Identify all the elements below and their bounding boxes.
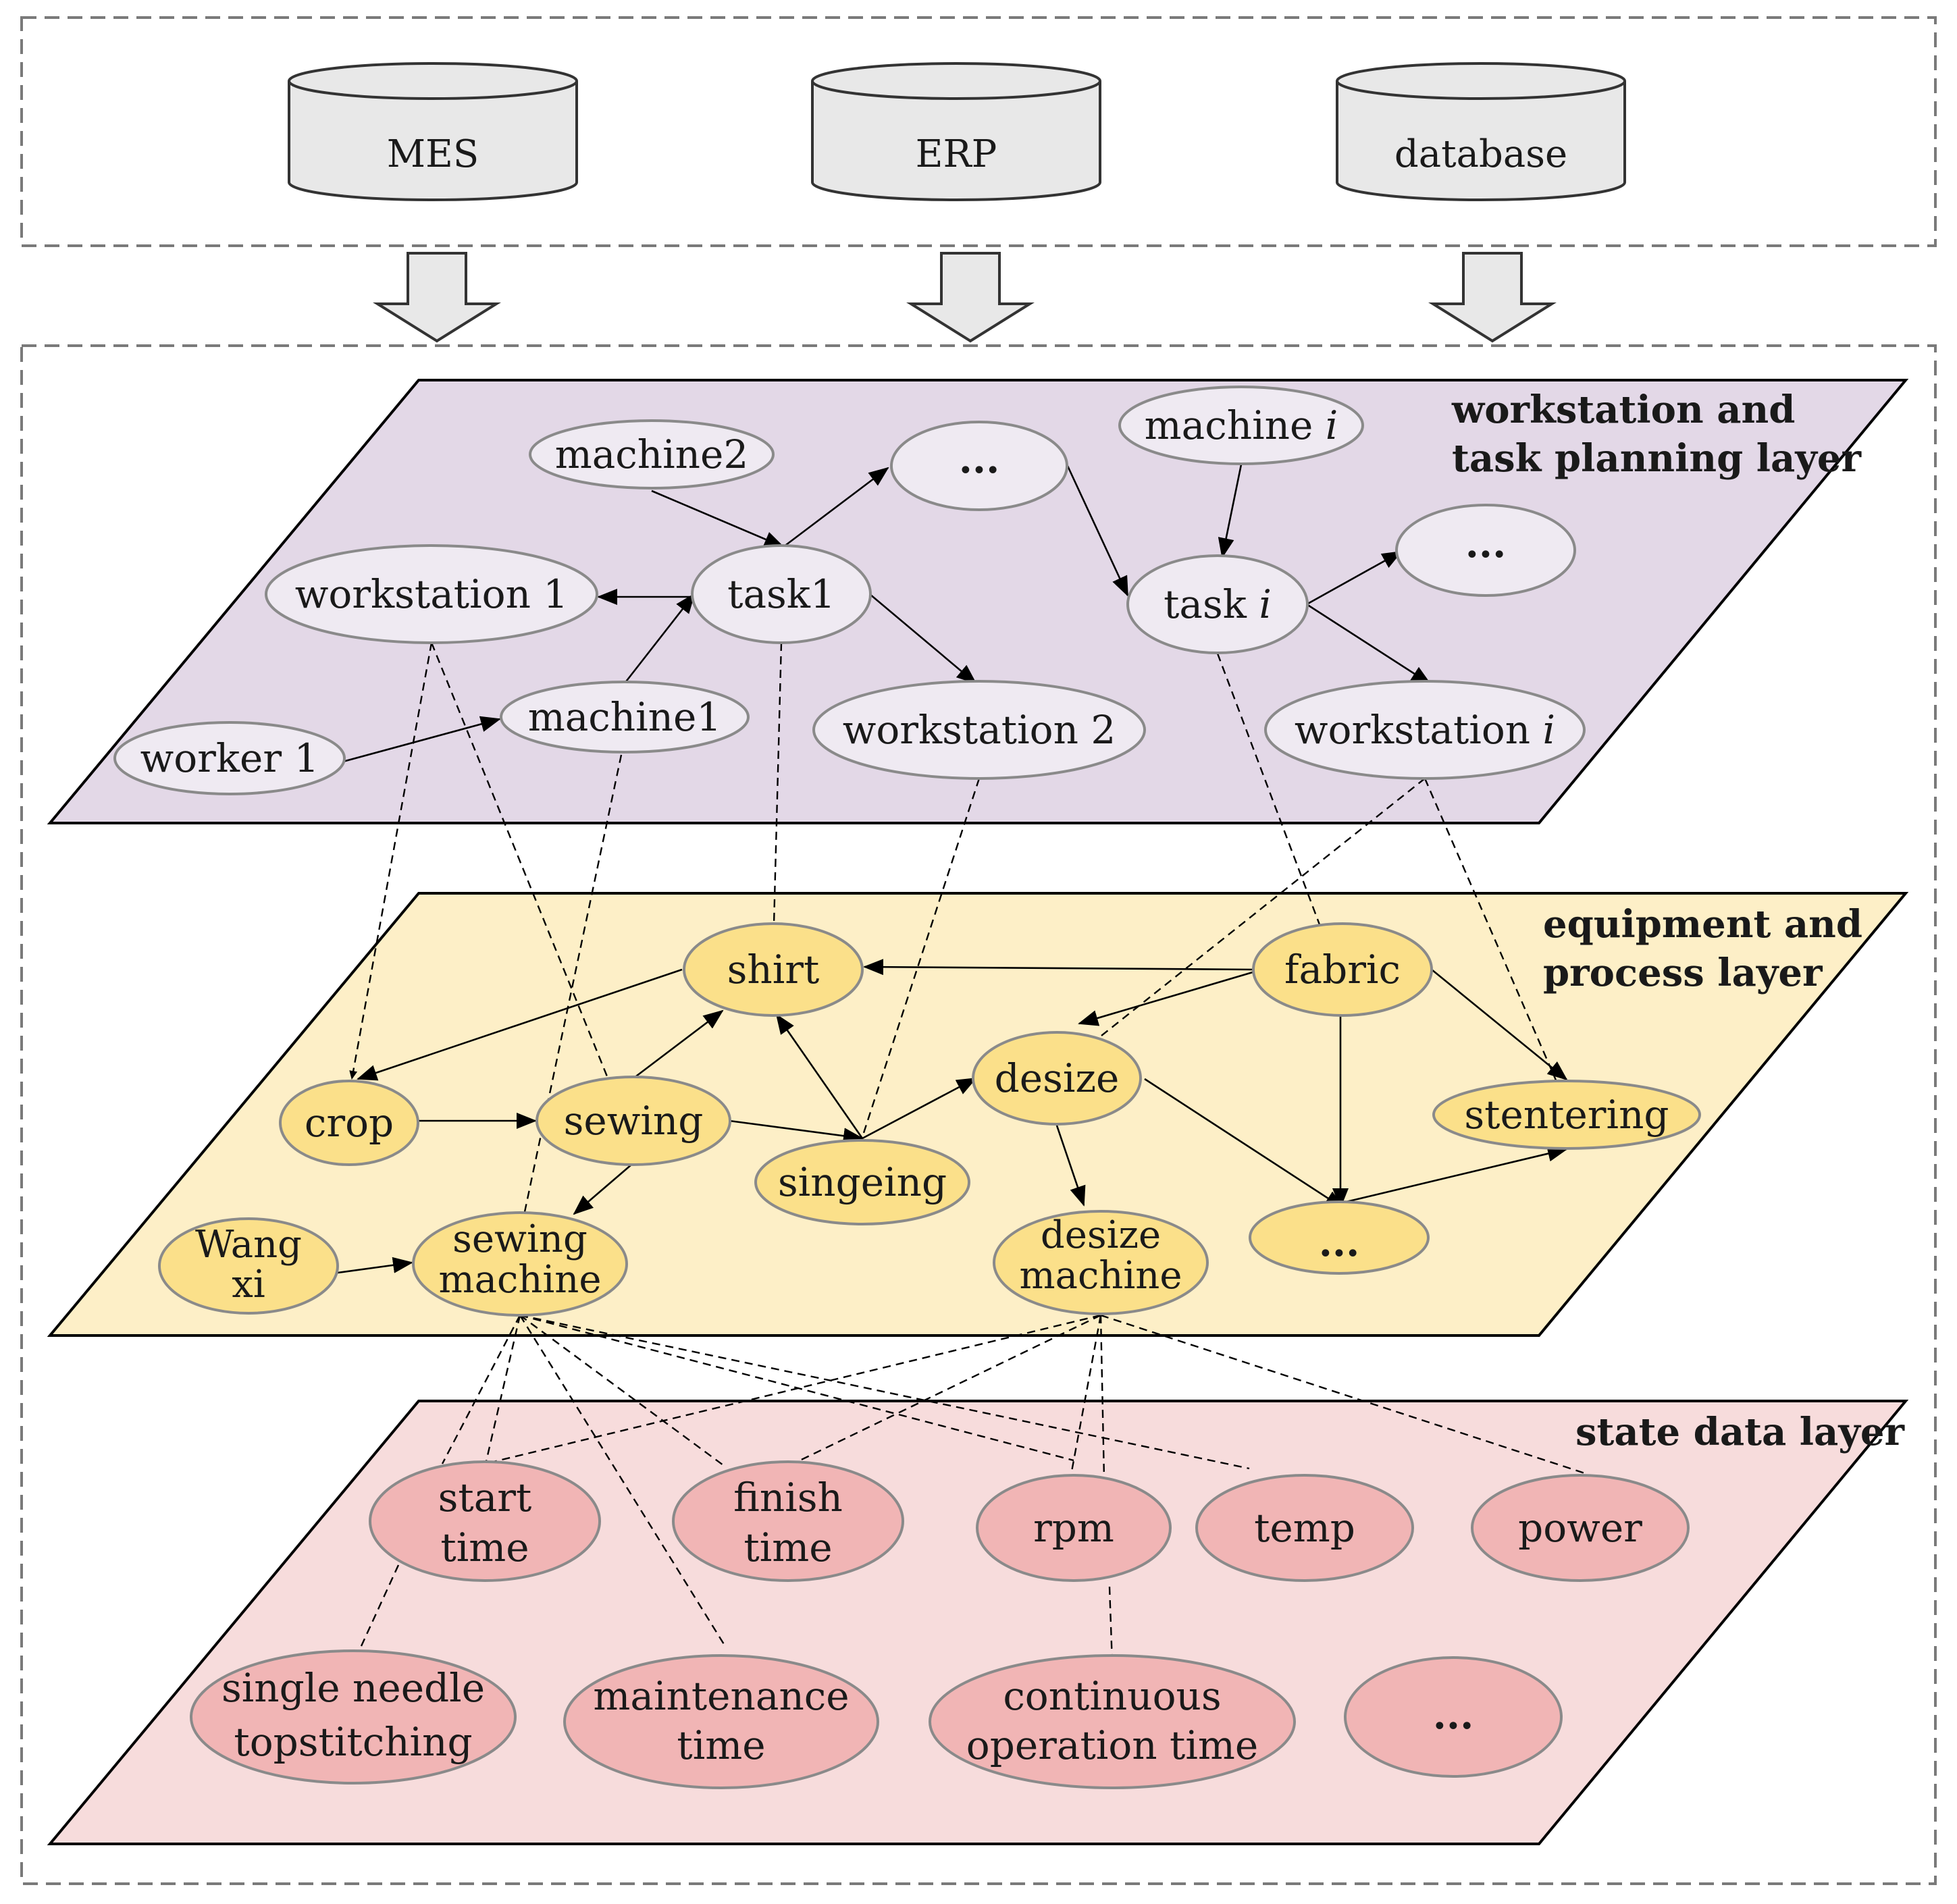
- node-temp: temp: [1195, 1474, 1414, 1582]
- svg-text:rpm: rpm: [1033, 1505, 1114, 1551]
- node-workstation-i: workstation i: [1264, 680, 1586, 780]
- mes-down-arrow-icon: [373, 252, 501, 343]
- node-crop: crop: [279, 1080, 419, 1166]
- svg-text:time: time: [440, 1525, 529, 1570]
- equipment-layer-edges: [337, 959, 1568, 1274]
- svg-text:task1: task1: [727, 571, 835, 617]
- node-singeing: singeing: [754, 1139, 970, 1225]
- erp-down-arrow-icon: [906, 252, 1035, 343]
- erp-label: ERP: [916, 132, 997, 176]
- mes-label: MES: [387, 132, 479, 176]
- svg-text:time: time: [677, 1722, 765, 1768]
- node-wang-xi: Wang xi: [158, 1217, 339, 1315]
- svg-text:shirt: shirt: [727, 947, 820, 993]
- svg-text:temp: temp: [1254, 1505, 1355, 1551]
- svg-text:power: power: [1518, 1505, 1642, 1551]
- node-single-needle-topstitching: single needle topstitching: [190, 1649, 517, 1784]
- node-start-time: start time: [369, 1460, 601, 1582]
- equipment-layer-title-line1: equipment and: [1543, 902, 1862, 947]
- node-machine1: machine1: [500, 681, 750, 753]
- equipment-layer-title-line2: process layer: [1543, 951, 1823, 995]
- svg-text:xi: xi: [232, 1263, 265, 1306]
- database-label: database: [1394, 132, 1567, 176]
- node-workstation-ellipsis-right: ...: [1395, 504, 1576, 597]
- workstation-layer-title-line1: workstation and: [1451, 388, 1795, 432]
- svg-text:machine2: machine2: [555, 431, 749, 477]
- svg-text:topstitching: topstitching: [234, 1719, 472, 1765]
- svg-text:maintenance: maintenance: [593, 1673, 849, 1719]
- state-layer-title: state data layer: [1575, 1410, 1905, 1454]
- mes-database-icon: MES: [288, 62, 578, 201]
- node-maintenance-time: maintenance time: [563, 1654, 879, 1789]
- node-machine-i: machine i: [1118, 386, 1364, 465]
- node-stentering: stentering: [1432, 1080, 1701, 1150]
- svg-text:...: ...: [1465, 521, 1507, 566]
- svg-text:...: ...: [1433, 1692, 1474, 1738]
- svg-text:...: ...: [959, 436, 1000, 482]
- svg-text:workstation 2: workstation 2: [843, 707, 1116, 753]
- node-workstation2: workstation 2: [812, 680, 1146, 780]
- svg-text:desize: desize: [995, 1055, 1120, 1101]
- svg-text:crop: crop: [305, 1100, 394, 1146]
- node-continuous-operation-time: continuous operation time: [929, 1654, 1296, 1789]
- svg-text:task i: task i: [1164, 581, 1272, 627]
- layers-frame: [20, 344, 1937, 1885]
- node-shirt: shirt: [683, 922, 864, 1017]
- svg-text:workstation i: workstation i: [1295, 707, 1555, 753]
- node-desize: desize: [972, 1031, 1142, 1126]
- svg-text:time: time: [743, 1525, 832, 1570]
- svg-text:machine i: machine i: [1145, 402, 1338, 448]
- workstation-layer-edges: [342, 464, 1432, 763]
- svg-text:continuous: continuous: [1003, 1673, 1221, 1719]
- svg-text:worker 1: worker 1: [140, 735, 319, 781]
- svg-text:finish: finish: [733, 1475, 843, 1520]
- svg-text:desize: desize: [1041, 1213, 1161, 1257]
- svg-text:fabric: fabric: [1284, 947, 1401, 993]
- svg-text:operation time: operation time: [966, 1722, 1258, 1768]
- node-desize-machine: desize machine: [993, 1210, 1209, 1315]
- node-finish-time: finish time: [672, 1460, 904, 1582]
- svg-text:workstation 1: workstation 1: [295, 571, 569, 617]
- node-rpm: rpm: [976, 1474, 1172, 1582]
- svg-text:single needle: single needle: [221, 1665, 485, 1711]
- svg-text:machine1: machine1: [528, 694, 722, 740]
- svg-text:machine: machine: [1019, 1254, 1182, 1298]
- node-worker1: worker 1: [113, 721, 346, 795]
- workstation-layer-title-line2: task planning layer: [1452, 436, 1862, 481]
- node-workstation1: workstation 1: [265, 544, 598, 644]
- svg-text:singeing: singeing: [778, 1159, 947, 1205]
- svg-text:sewing: sewing: [452, 1217, 588, 1261]
- node-sewing: sewing: [536, 1076, 731, 1166]
- node-fabric: fabric: [1252, 922, 1433, 1017]
- node-task-i: task i: [1126, 554, 1309, 654]
- erp-database-icon: ERP: [811, 62, 1101, 201]
- cross-layer-links: [348, 642, 1588, 1683]
- svg-text:Wang: Wang: [195, 1223, 302, 1267]
- svg-text:machine: machine: [438, 1258, 601, 1302]
- svg-text:sewing: sewing: [564, 1098, 704, 1144]
- source-systems-frame: [20, 16, 1937, 247]
- database-down-arrow-icon: [1428, 252, 1557, 343]
- svg-text:...: ...: [1319, 1219, 1360, 1265]
- node-equipment-ellipsis: ...: [1249, 1200, 1430, 1275]
- node-machine2: machine2: [529, 419, 775, 490]
- svg-text:start: start: [438, 1475, 532, 1520]
- node-workstation-ellipsis-top: ...: [890, 421, 1068, 511]
- svg-text:stentering: stentering: [1464, 1092, 1669, 1138]
- node-task1: task1: [691, 544, 872, 644]
- node-state-ellipsis: ...: [1344, 1656, 1563, 1778]
- database-icon: database: [1336, 62, 1626, 201]
- node-sewing-machine: sewing machine: [412, 1211, 628, 1317]
- node-power: power: [1471, 1474, 1690, 1582]
